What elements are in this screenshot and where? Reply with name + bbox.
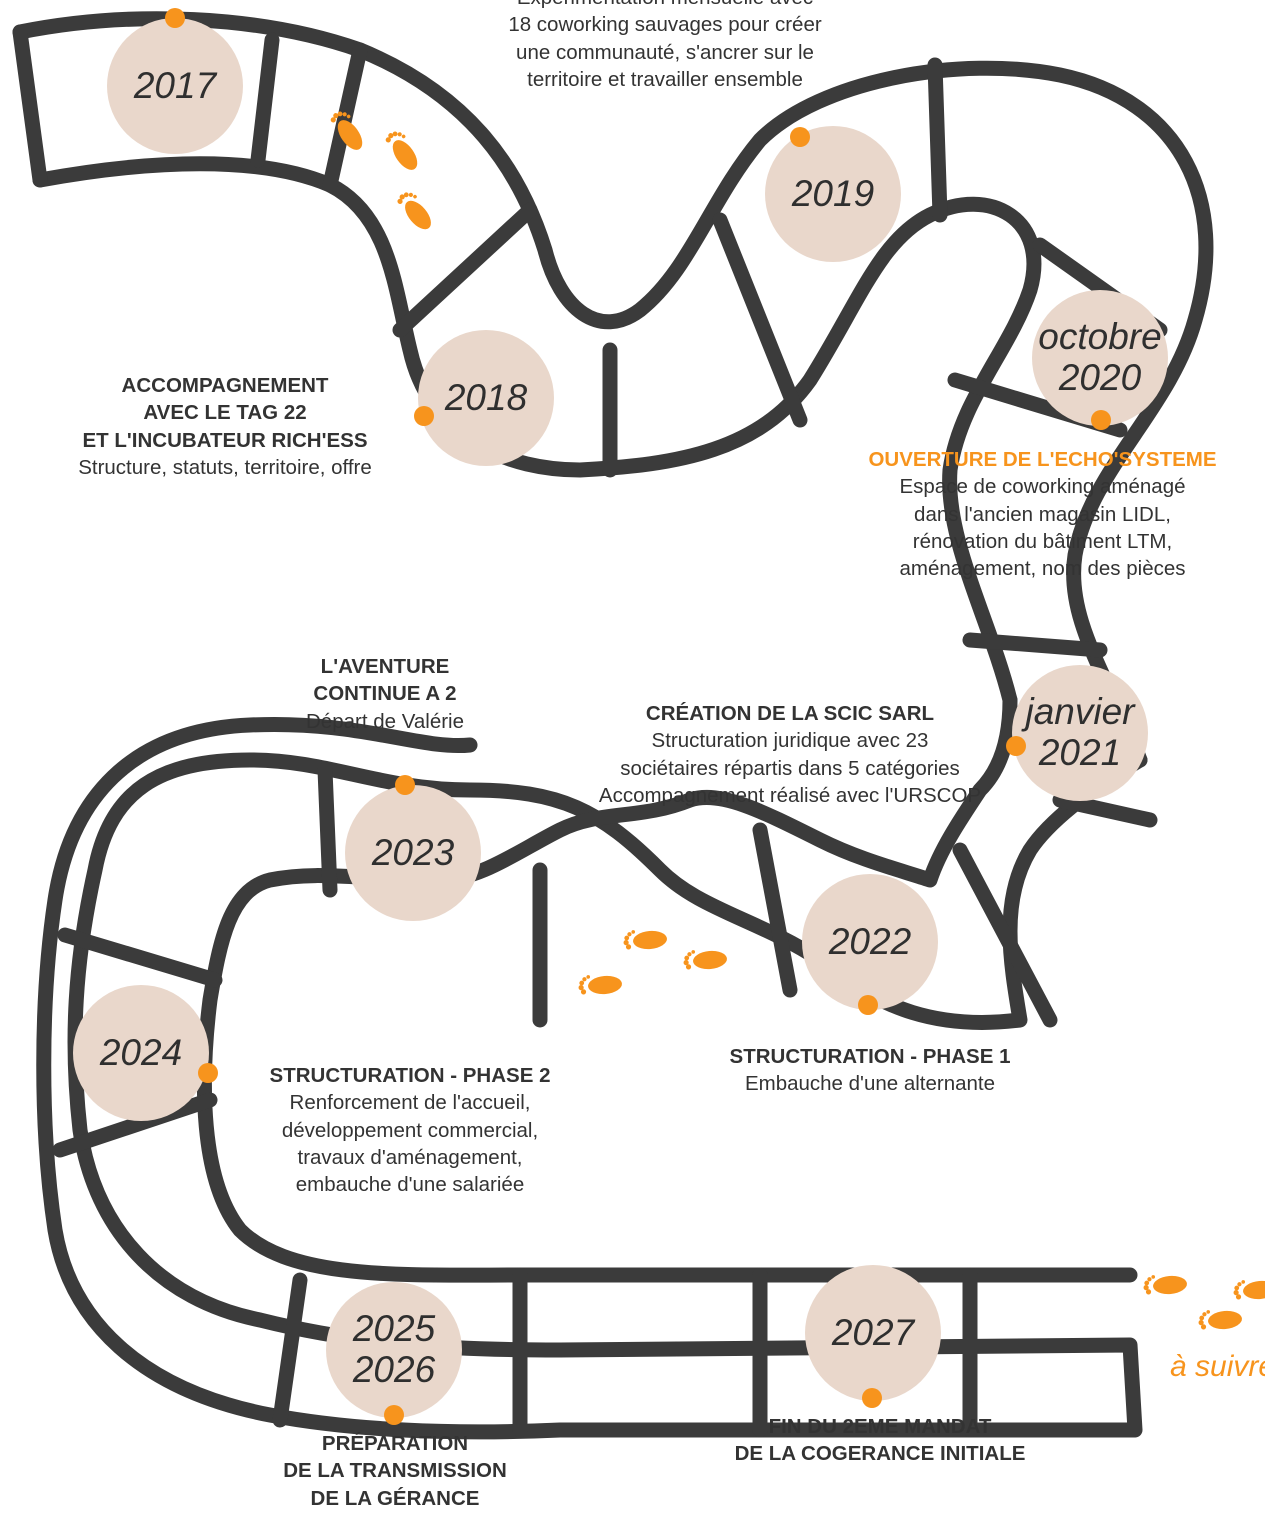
footprints-top <box>327 106 438 234</box>
dot-2022 <box>858 995 878 1015</box>
dot-2027 <box>862 1388 882 1408</box>
year-2018: 2018 <box>418 330 554 466</box>
dot-2020 <box>1091 410 1111 430</box>
milestone-2022-text: STRUCTURATION - PHASE 1 Embauche d'une a… <box>729 1045 1011 1096</box>
footprints-end <box>1142 1272 1265 1332</box>
milestone-2025-text: PRÉPARATION DE LA TRANSMISSION DE LA GÉR… <box>283 1432 507 1510</box>
dot-2023 <box>395 775 415 795</box>
year-2024: 2024 <box>73 985 209 1121</box>
year-2027: 2027 <box>805 1265 941 1401</box>
milestone-2027-text: FIN DU 2EME MANDAT DE LA COGERANCE INITI… <box>734 1415 1026 1466</box>
footprints-middle <box>577 927 728 997</box>
dot-2021 <box>1006 736 1026 756</box>
road-border-upper-outer <box>12 11 1214 768</box>
milestone-2023-text: L'AVENTURE CONTINUE A 2 Départ de Valéri… <box>305 655 464 733</box>
year-2017: 2017 <box>107 18 243 154</box>
year-2019: 2019 <box>765 126 901 262</box>
dot-2025 <box>384 1405 404 1425</box>
milestone-2021-text: CRÉATION DE LA SCIC SARL Structuration j… <box>598 702 982 807</box>
dot-2019 <box>790 127 810 147</box>
milestone-2018-text: ACCOMPAGNEMENT AVEC LE TAG 22 ET L'INCUB… <box>78 374 372 479</box>
dot-2018 <box>414 406 434 426</box>
road-border-lower-inner <box>196 692 1138 1283</box>
year-2023: 2023 <box>345 785 481 921</box>
milestone-2019-text: Expérimentation mensuelle avec 18 cowork… <box>508 0 822 91</box>
dot-2024 <box>198 1063 218 1083</box>
road-border-start <box>12 24 48 188</box>
year-2022: 2022 <box>802 874 938 1010</box>
milestone-2024-text: STRUCTURATION - PHASE 2 Renforcement de … <box>269 1064 551 1196</box>
dot-2017 <box>165 8 185 28</box>
milestone-2020-text: OUVERTURE DE L'ECHO'SYSTEME Espace de co… <box>868 448 1217 580</box>
a-suivre-label: à suivre <box>1170 1350 1265 1383</box>
